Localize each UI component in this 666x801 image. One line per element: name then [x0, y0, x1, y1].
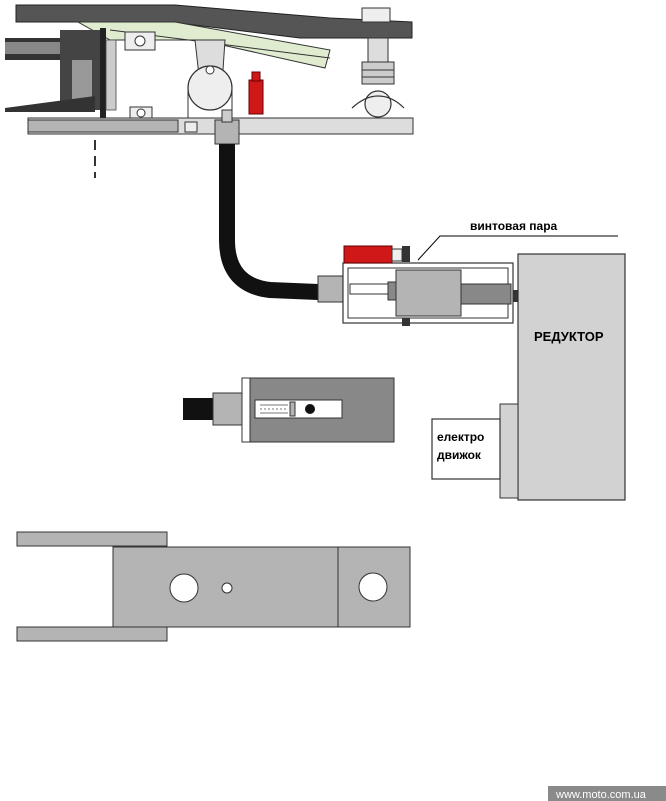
drive-unit: РЕДУКТОР електро движок винтовая пара: [317, 219, 626, 501]
bracket-hole-large: [169, 573, 199, 603]
hose-clamp: [214, 119, 240, 145]
gearbox: [517, 253, 626, 501]
bolt-head: [361, 7, 391, 23]
gearbox-label: РЕДУКТОР: [534, 329, 604, 344]
red-switch: [343, 245, 393, 264]
screw-pair-label: винтовая пара: [470, 219, 558, 233]
watermark: www.moto.com.ua: [555, 789, 647, 801]
motor-flange: [499, 403, 519, 499]
top-frame-bar: [15, 4, 413, 39]
motor-label-line2: движок: [437, 448, 482, 462]
bracket-hole-small: [221, 582, 233, 594]
screw-pair-leader: [417, 235, 618, 261]
bracket-hole-right: [358, 572, 388, 602]
mount-bracket: [16, 531, 411, 642]
red-cylinder: [248, 79, 264, 115]
electric-motor: [431, 418, 501, 480]
motor-label-line1: електро: [437, 430, 484, 444]
variator-assembly: [5, 4, 414, 178]
screw-detail: [183, 377, 395, 443]
ball-joint: [364, 90, 392, 118]
flexible-hose: [219, 144, 319, 300]
screw-nut-block: [395, 269, 462, 317]
hose-coupling: [317, 275, 347, 303]
